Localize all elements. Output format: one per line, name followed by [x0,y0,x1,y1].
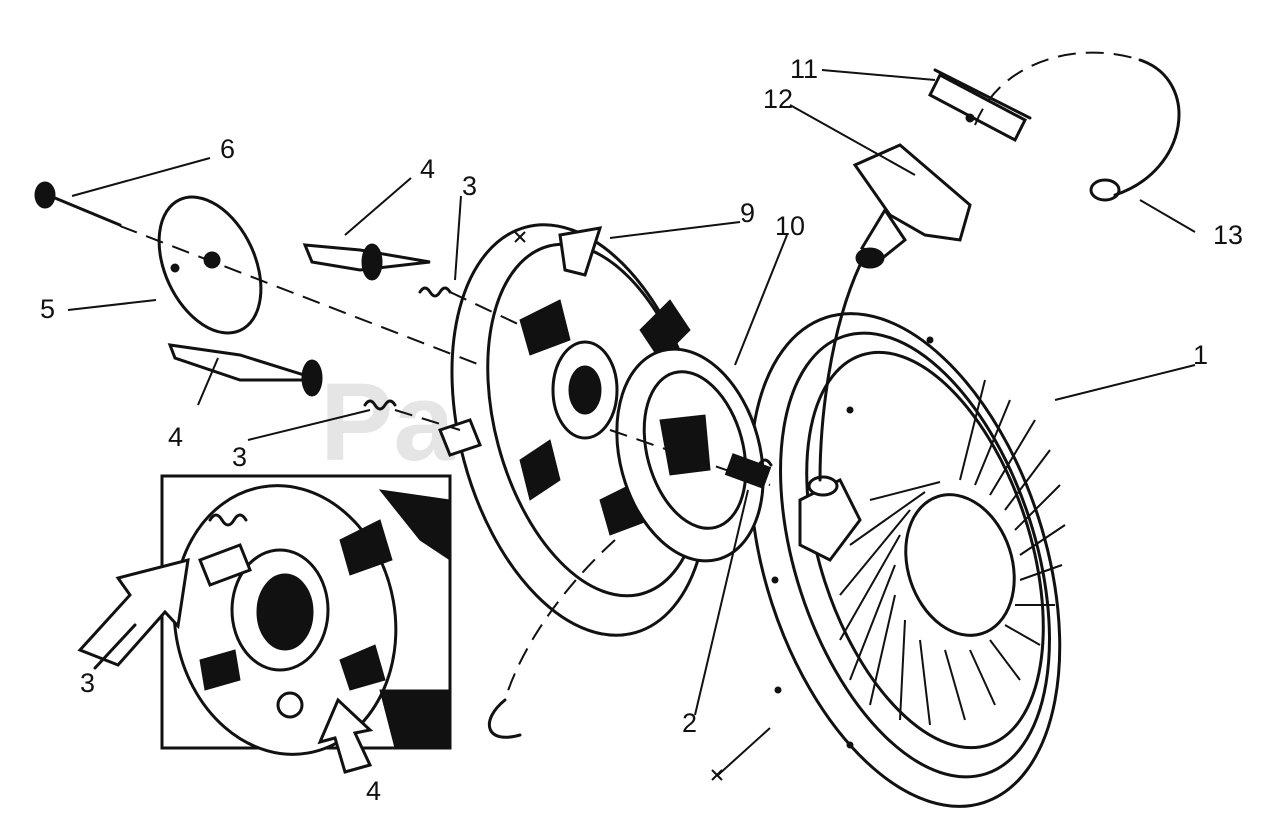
part-center-screw[interactable] [609,429,773,489]
arrow-icon-spring [77,557,190,670]
inset-detail-view [160,474,452,756]
callout-5: 5 [40,294,55,324]
part-pawl-spring-lower[interactable] [363,399,461,431]
callout-2: 2 [682,708,697,738]
callout-12: 12 [763,84,793,114]
callout-9: 9 [740,198,755,228]
part-starter-handle[interactable] [852,143,972,269]
part-screw[interactable] [34,181,122,227]
part-retainer-plate[interactable] [139,181,281,350]
part-pawl-upper[interactable] [302,243,431,281]
callout-4-inset: 4 [366,776,381,806]
callout-3-lower: 3 [232,442,247,472]
part-handle-insert[interactable] [928,68,1032,143]
part-pawl-lower[interactable] [167,343,323,397]
callout-10: 10 [775,211,805,241]
callout-4-lower: 4 [168,422,183,452]
callout-11: 11 [790,54,818,84]
callout-6: 6 [220,134,235,164]
part-starter-rope[interactable] [487,51,1181,739]
part-recoil-spring[interactable] [594,333,785,578]
part-pawl-spring-upper[interactable] [418,286,521,326]
callout-3-inset: 3 [80,668,95,698]
arrow-icon-pawl [317,697,374,774]
callout-4-upper: 4 [420,154,435,184]
part-pulley[interactable] [410,196,751,664]
callout-13: 13 [1213,220,1243,250]
callout-3-upper: 3 [462,171,477,201]
cross-marks [514,231,771,781]
callout-1: 1 [1193,340,1208,370]
part-starter-housing[interactable] [693,274,1117,829]
leader-lines [67,69,1196,716]
